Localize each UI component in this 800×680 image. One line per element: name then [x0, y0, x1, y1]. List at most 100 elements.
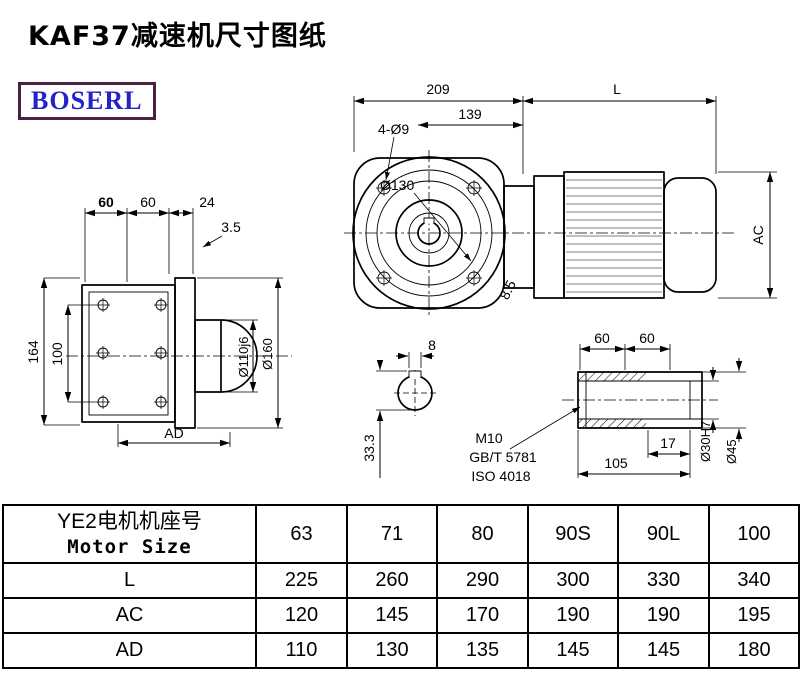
size-90L: 90L [617, 504, 710, 564]
size-90S: 90S [527, 504, 619, 564]
dim-bolt-holes: 4-Ø9 [378, 121, 409, 181]
dim-139: 139 [418, 106, 523, 129]
dim-60a-label: 60 [98, 194, 114, 210]
side-view: 60 60 24 3.5 164 100 AD [25, 194, 292, 447]
dim-L: L [523, 81, 717, 174]
shaft-end-view: 8 33.3 M10 GB/T 5781 ISO 4018 [361, 337, 581, 484]
row-label-L: L [2, 562, 257, 599]
cell-AC-90L: 190 [617, 597, 710, 634]
dim-3-5: 3.5 [202, 219, 241, 248]
size-100: 100 [708, 504, 800, 564]
motor-size-label-cn: YE2电机机座号 [57, 510, 202, 533]
dim-dia45-label: Ø45 [724, 439, 739, 464]
dim-dia30-label: Ø30H7 [698, 421, 713, 462]
standard-gb-label: GB/T 5781 [469, 449, 537, 465]
cell-AC-80: 170 [436, 597, 529, 634]
section-hatch-bottom [578, 419, 646, 428]
cell-L-90S: 300 [527, 562, 619, 599]
dim-3-5-label: 3.5 [221, 219, 241, 235]
table-row-L: L 225 260 290 300 330 340 [2, 562, 800, 599]
row-label-AC: AC [2, 597, 257, 634]
housing-step2 [533, 175, 565, 299]
table-row-AC: AC 120 145 170 190 190 195 [2, 597, 800, 634]
cell-L-63: 225 [255, 562, 348, 599]
cell-L-80: 290 [436, 562, 529, 599]
dim-105: 105 [577, 430, 690, 478]
dim-AC: AC [718, 171, 777, 299]
table-header-row: YE2电机机座号 Motor Size 63 71 80 90S 90L 100 [2, 504, 800, 564]
shaft-detail-view: 60 60 17 105 Ø30H7 Ø45 [562, 330, 746, 478]
thread-m10-label: M10 [475, 430, 502, 446]
dim-60-60-shaft: 60 60 [579, 330, 671, 370]
dim-33-3-label: 33.3 [361, 434, 377, 461]
flange-circle [352, 156, 506, 310]
page-title: KAF37减速机尺寸图纸 [28, 21, 327, 52]
cell-AD-80: 135 [436, 632, 529, 669]
motor-body [563, 171, 665, 299]
cell-AD-71: 130 [346, 632, 438, 669]
keyway [423, 217, 435, 224]
mounting-holes [96, 298, 168, 409]
dim-60b-label: 60 [140, 194, 156, 210]
motor-size-label-en: Motor Size [67, 536, 192, 558]
dim-dia130-label: Ø130 [380, 177, 414, 193]
dim-33-3: 33.3 [361, 360, 413, 478]
dim-105-label: 105 [604, 455, 628, 471]
dim-60d-label: 60 [639, 330, 655, 346]
dim-24-label: 24 [199, 194, 215, 210]
technical-drawing: 209 139 4-Ø9 Ø130 L AC 8.5 [25, 81, 777, 484]
size-71: 71 [346, 504, 438, 564]
dim-AD-label: AD [164, 425, 183, 441]
size-80: 80 [436, 504, 529, 564]
cell-AD-100: 180 [708, 632, 800, 669]
dim-L-label: L [613, 81, 621, 97]
cell-L-100: 340 [708, 562, 800, 599]
dim-209: 209 [353, 81, 524, 174]
cell-AC-71: 145 [346, 597, 438, 634]
motor-size-table: YE2电机机座号 Motor Size 63 71 80 90S 90L 100… [2, 504, 800, 669]
dim-164-label: 164 [25, 340, 41, 364]
thread-callout: M10 GB/T 5781 ISO 4018 [469, 406, 581, 484]
dim-dia160: Ø160 [197, 277, 283, 429]
dim-60c-label: 60 [594, 330, 610, 346]
dim-209-label: 209 [426, 81, 450, 97]
dim-60-60-24: 60 60 24 [84, 194, 215, 282]
boserl-logo: BOSERL [18, 82, 156, 120]
dim-17-label: 17 [660, 435, 676, 451]
dim-17: 17 [647, 430, 691, 478]
dim-164: 164 [25, 277, 80, 426]
bore-keyway [408, 370, 422, 378]
dim-dia110-label: Ø110j6 [236, 337, 251, 378]
housing-step1 [503, 185, 535, 289]
dim-dia45: Ø45 [702, 358, 746, 464]
cell-AC-90S: 190 [527, 597, 619, 634]
motor-size-header-cell: YE2电机机座号 Motor Size [2, 504, 257, 564]
standard-iso-label: ISO 4018 [471, 468, 530, 484]
dim-100-label: 100 [49, 342, 65, 366]
dim-dia130: Ø130 [380, 177, 472, 262]
dim-139-label: 139 [458, 106, 482, 122]
motor-fins [566, 179, 662, 293]
size-63: 63 [255, 504, 348, 564]
dim-AD: AD [117, 424, 231, 447]
dim-8-5-label: 8.5 [496, 277, 519, 302]
section-hatch-top [578, 372, 646, 381]
cell-AC-100: 195 [708, 597, 800, 634]
output-hub [194, 319, 222, 393]
cell-AD-63: 110 [255, 632, 348, 669]
dim-dia160-label: Ø160 [260, 338, 275, 370]
dim-100: 100 [49, 304, 96, 403]
output-flange-plate [174, 277, 196, 429]
front-view: 209 139 4-Ø9 Ø130 L AC 8.5 [344, 81, 777, 318]
dim-dia30: Ø30H7 [698, 367, 719, 462]
table-row-AD: AD 110 130 135 145 145 180 [2, 632, 800, 669]
cell-AC-63: 120 [255, 597, 348, 634]
dim-holes-label: 4-Ø9 [378, 121, 409, 137]
cell-AD-90S: 145 [527, 632, 619, 669]
dim-8: 8 [396, 337, 436, 368]
bolt-holes [376, 180, 482, 286]
cell-L-71: 260 [346, 562, 438, 599]
motor-endcap [663, 177, 717, 293]
dim-dia110: Ø110j6 [222, 319, 258, 393]
row-label-AD: AD [2, 632, 257, 669]
